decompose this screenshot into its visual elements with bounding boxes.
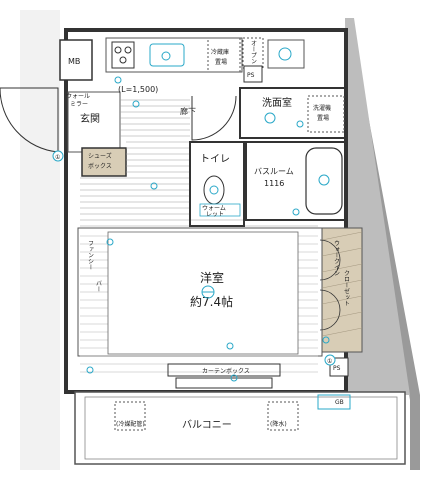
entrance-door-swing-icon: [0, 87, 59, 153]
bathroom-label-2: 1116: [264, 179, 284, 188]
kitchen-counter: [105, 37, 243, 73]
closet-label-2: クローゼット: [343, 270, 350, 306]
closet-door-swing-icon: [319, 239, 341, 331]
sink-icon: [149, 43, 185, 67]
entrance-label: 玄関: [80, 112, 100, 125]
mb-box: [59, 39, 93, 81]
curtain-box-label: カーテンボックス: [202, 367, 250, 375]
wash-basin-top: [267, 39, 305, 69]
washing-machine-icon: [307, 95, 345, 133]
gb-label: GB: [335, 399, 344, 406]
closet-label-1: ウォークイン: [333, 240, 340, 276]
sliding-window: [175, 377, 273, 389]
hall-label: 廊下: [180, 106, 196, 116]
curtain-box: [167, 363, 281, 377]
bathtub-icon: [305, 147, 343, 215]
exterior-wall-right: [350, 18, 420, 470]
drain-label: (降水): [270, 420, 287, 428]
warmlet-label-1: ウォーム: [202, 204, 226, 212]
washroom-label: 洗面室: [262, 96, 292, 109]
hall-door-swing-icon: [191, 95, 237, 141]
ps-bottom-label: PS: [333, 365, 341, 372]
wall-mirror-label-2: ミラー: [70, 101, 88, 108]
wall-mirror-label-1: ウォール: [66, 92, 90, 100]
gb-box: [317, 394, 351, 410]
hall-length-label: (L=1,500): [118, 85, 158, 94]
washer-label-1: 洗濯機: [313, 104, 331, 112]
note-marker-2: ①: [327, 358, 332, 365]
western-room-label: 洋室: [200, 270, 224, 285]
washroom-area: [239, 87, 347, 139]
toilet-icon: [203, 175, 225, 205]
bathroom-area: [245, 141, 347, 221]
fridge-label-1: 冷蔵庫: [211, 48, 229, 56]
toilet-label: トイレ: [200, 154, 230, 165]
fancy-bar-label-2: バー: [95, 280, 102, 292]
shoes-box-label-1: シューズ: [88, 152, 112, 160]
fridge-label-2: 置場: [215, 58, 227, 66]
note-marker-1: ①: [55, 154, 60, 161]
outlet-icon: [86, 76, 330, 382]
ac-unit-box: [114, 401, 146, 431]
washer-label-2: 置場: [317, 114, 329, 122]
shoes-box: [81, 147, 127, 177]
balcony-label: バルコニー: [182, 419, 232, 431]
western-room-size: 約7.4帖: [190, 294, 233, 309]
ps-top-label: PS: [247, 72, 255, 79]
range-label: オープン: [250, 40, 257, 64]
mb-label: MB: [68, 57, 80, 66]
exterior-left-strip: [20, 10, 60, 470]
walk-in-closet: [321, 227, 363, 353]
shoes-box-label-2: ボックス: [88, 162, 112, 170]
ac-unit-label: (冷媒配管): [116, 420, 145, 428]
bathroom-label-1: バスルーム: [254, 167, 294, 176]
drain-box: [267, 401, 299, 431]
ps-top-box: [243, 65, 263, 83]
warmlet-label-2: レット: [206, 211, 224, 218]
fridge-area: [207, 37, 241, 73]
fancy-bar-label-1: ファンシー: [87, 240, 94, 270]
light-icon: [201, 285, 215, 299]
balcony-inner: [84, 396, 398, 460]
balcony-area: [74, 391, 406, 465]
toilet-room: [189, 141, 245, 227]
stove-icon: [111, 41, 135, 69]
